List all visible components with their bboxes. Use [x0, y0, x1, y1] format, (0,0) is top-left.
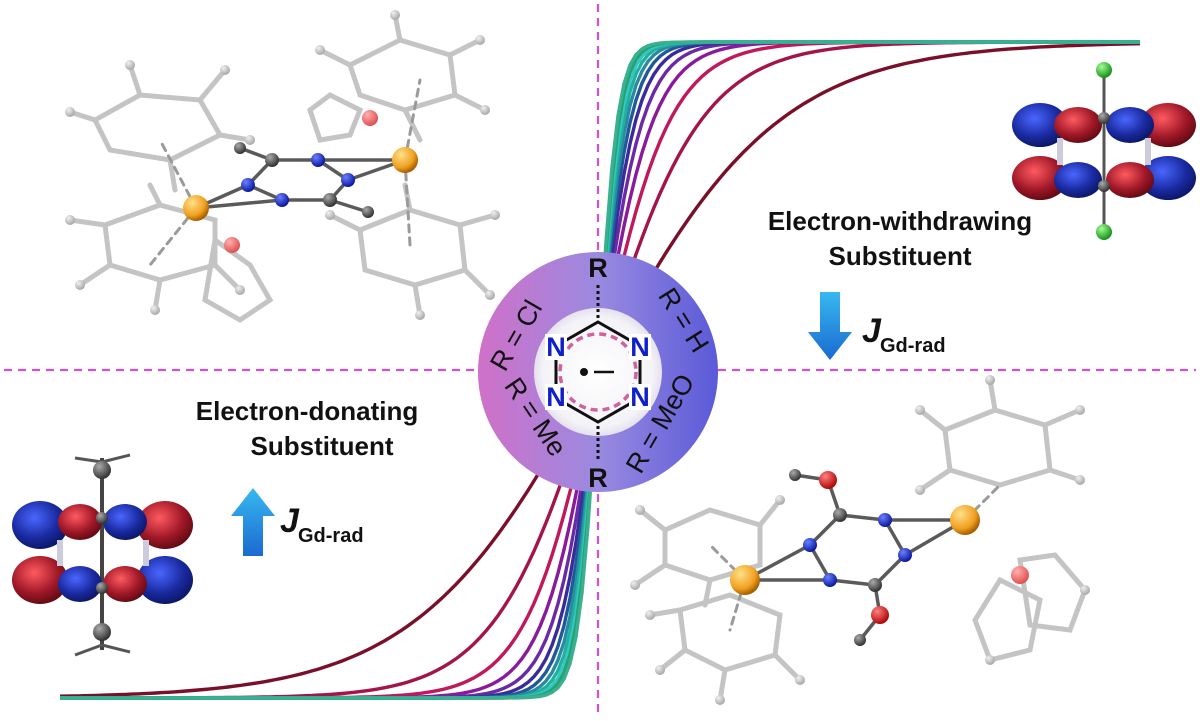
edg-label-line2: Substituent — [251, 431, 394, 461]
orbital-bottom-left — [12, 453, 193, 657]
edg-label: Electron-donating Substituent — [196, 396, 418, 461]
molecule-structure-top-left — [65, 10, 500, 323]
j-subscript-down: Gd-rad — [880, 335, 946, 357]
j-increase-indicator: J Gd-rad — [231, 488, 364, 556]
arrow-down-icon — [808, 292, 852, 360]
j-decrease-indicator: J Gd-rad — [808, 292, 946, 360]
edg-label-line1: Electron-donating — [196, 396, 418, 426]
ewg-label-line2: Substituent — [829, 241, 972, 271]
ewg-label-line1: Electron-withdrawing — [768, 206, 1032, 236]
substituent-top: R — [588, 253, 608, 283]
nitrogen-atom: N — [546, 382, 566, 412]
molecule-structure-bottom-right — [630, 375, 1090, 705]
nitrogen-atom: N — [630, 382, 650, 412]
central-tetrazine-disk: R = Cl R = H R = Me R = MeO R R N N N N — [478, 252, 718, 493]
nitrogen-atom: N — [546, 332, 566, 362]
substituent-bottom: R — [588, 463, 608, 493]
j-subscript-up: Gd-rad — [298, 525, 364, 547]
orbital-top-right — [1012, 62, 1196, 240]
ewg-label: Electron-withdrawing Substituent — [768, 206, 1032, 271]
j-symbol-down: J — [862, 312, 882, 350]
arrow-up-icon — [231, 488, 275, 556]
nitrogen-atom: N — [630, 332, 650, 362]
j-symbol-up: J — [280, 502, 300, 540]
